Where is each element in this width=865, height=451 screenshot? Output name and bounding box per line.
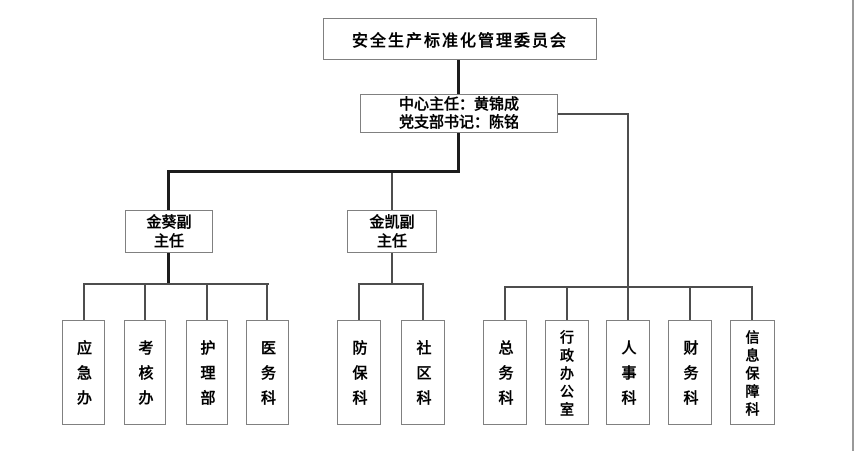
connector-director-right	[558, 113, 628, 115]
director-line-1: 中心主任：黄锦成	[398, 95, 519, 113]
dept-box-mid-2: 社区科	[401, 320, 445, 425]
dept-box-right-1-label: 总务科	[496, 340, 514, 415]
org-box-root: 安全生产标准化管理委员会	[323, 18, 597, 60]
connector-root-director	[457, 60, 460, 94]
dept-box-right-4-label: 财务科	[681, 340, 699, 415]
dept-box-right-2-label: 行政办公室	[559, 329, 575, 420]
dept-box-right-3-label: 人事科	[619, 340, 637, 415]
dept-box-left-3: 护理部	[186, 320, 228, 425]
dept-box-mid-1-label: 防保科	[350, 340, 368, 415]
connector-stub-right-2	[566, 286, 568, 320]
org-box-root-label: 安全生产标准化管理委员会	[351, 33, 568, 50]
connector-stub-left-3	[206, 283, 208, 320]
connector-stub-right-3	[627, 286, 629, 320]
dept-box-mid-1: 防保科	[337, 320, 381, 425]
director-line-2: 党支部书记：陈铭	[398, 113, 519, 131]
page-border-right	[852, 0, 854, 451]
org-box-deputy-jinkui: 金葵副 主任	[125, 210, 213, 253]
dept-box-right-4: 财务科	[668, 320, 712, 425]
connector-stub-right-5	[751, 286, 753, 320]
connector-stub-mid-1	[358, 283, 360, 320]
deputy-jinkai-line-1: 金凯副	[369, 213, 415, 231]
deputy-jinkui-line-1: 金葵副	[146, 213, 192, 231]
connector-left-group-horizontal	[83, 283, 269, 285]
dept-box-right-3: 人事科	[606, 320, 650, 425]
dept-box-left-2: 考核办	[124, 320, 166, 425]
dept-box-right-1: 总务科	[483, 320, 527, 425]
dept-box-left-2-label: 考核办	[136, 340, 154, 415]
deputy-jinkui-line-2: 主任	[153, 232, 184, 250]
connector-deputy1-down	[167, 253, 170, 283]
dept-box-left-1-label: 应急办	[75, 340, 92, 415]
connector-deputy2-top	[391, 173, 393, 210]
org-box-director: 中心主任：黄锦成 党支部书记：陈铭	[360, 94, 558, 133]
dept-box-mid-2-label: 社区科	[414, 340, 432, 415]
connector-director-down	[457, 133, 460, 170]
connector-stub-right-1	[504, 286, 506, 320]
connector-deputy1-top	[167, 173, 170, 210]
deputy-jinkui-text: 金葵副 主任	[146, 213, 191, 251]
connector-mid-group-horizontal	[358, 283, 424, 285]
deputy-jinkai-text: 金凯副 主任	[369, 213, 414, 251]
org-box-deputy-jinkai: 金凯副 主任	[347, 210, 437, 253]
dept-box-right-2: 行政办公室	[545, 320, 589, 425]
connector-stub-left-2	[144, 283, 146, 320]
org-box-director-text: 中心主任：黄锦成 党支部书记：陈铭	[399, 96, 519, 132]
connector-deputy2-down	[391, 253, 393, 283]
connector-stub-left-4	[266, 283, 268, 320]
dept-box-left-1: 应急办	[62, 320, 105, 425]
connector-stub-right-4	[689, 286, 691, 320]
connector-stub-left-1	[83, 283, 85, 320]
dept-box-right-5: 信息保障科	[730, 320, 775, 425]
dept-box-right-5-label: 信息保障科	[744, 329, 761, 420]
dept-box-left-4: 医务科	[246, 320, 289, 425]
connector-trunk-horizontal	[167, 170, 460, 173]
dept-box-left-3-label: 护理部	[198, 340, 216, 415]
deputy-jinkai-line-2: 主任	[376, 232, 407, 250]
connector-right-trunk	[627, 113, 629, 288]
dept-box-left-4-label: 医务科	[259, 340, 276, 415]
connector-stub-mid-2	[422, 283, 424, 320]
